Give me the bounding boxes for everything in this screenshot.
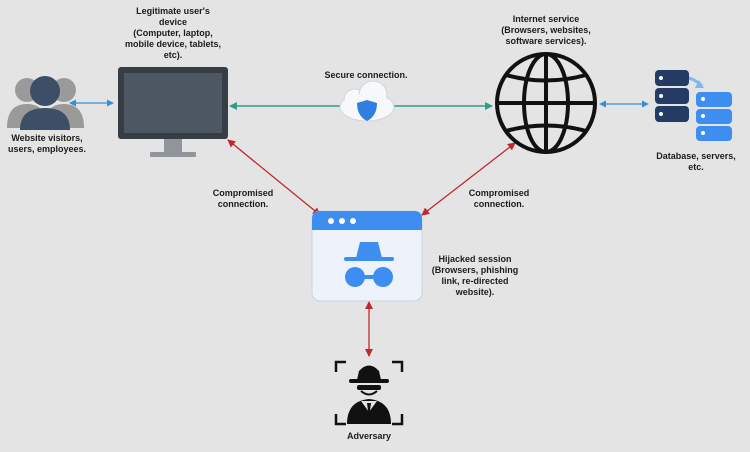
compromised-left-line [227, 139, 321, 216]
compromised-left-label: Compromised connection. [212, 188, 274, 209]
globe-icon [495, 52, 597, 154]
spy-icon [334, 360, 404, 426]
secure-connection-label: Secure connection. [324, 70, 408, 80]
cloud-shield-icon [339, 80, 395, 122]
users-icon [7, 76, 84, 130]
internet-service-label: Internet service (Browsers, websites, so… [501, 14, 591, 46]
monitor-icon [118, 67, 228, 157]
adversary-label: Adversary [346, 431, 392, 441]
database-icon [655, 70, 732, 141]
visitors-label: Website visitors, users, employees. [7, 133, 87, 154]
compromised-right-line [421, 142, 516, 216]
incognito-browser-icon [311, 210, 423, 302]
database-label: Database, servers, etc. [656, 151, 736, 172]
hijacked-session-label: Hijacked session (Browsers, phishing lin… [431, 254, 519, 297]
compromised-right-label: Compromised connection. [468, 188, 530, 209]
device-label: Legitimate user's device (Computer, lapt… [124, 6, 222, 60]
